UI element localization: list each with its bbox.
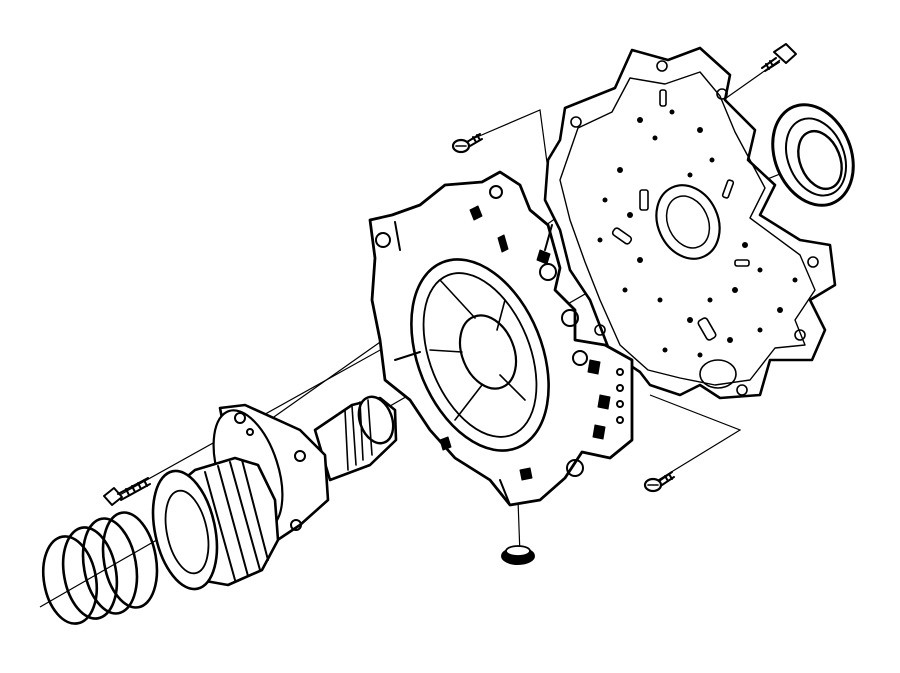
seal-ring-icon [771, 103, 855, 207]
piston-icon [151, 456, 280, 591]
lower-screw-leader [649, 394, 742, 483]
valve-body-plate-icon [543, 46, 837, 400]
bolt-icon [103, 477, 151, 506]
coil-spring-icon [41, 511, 159, 625]
screw-icon [451, 133, 483, 154]
bolt-icon [761, 43, 797, 72]
screw-icon [643, 471, 675, 493]
pump-body-icon [368, 170, 634, 507]
plug-icon [501, 545, 535, 565]
